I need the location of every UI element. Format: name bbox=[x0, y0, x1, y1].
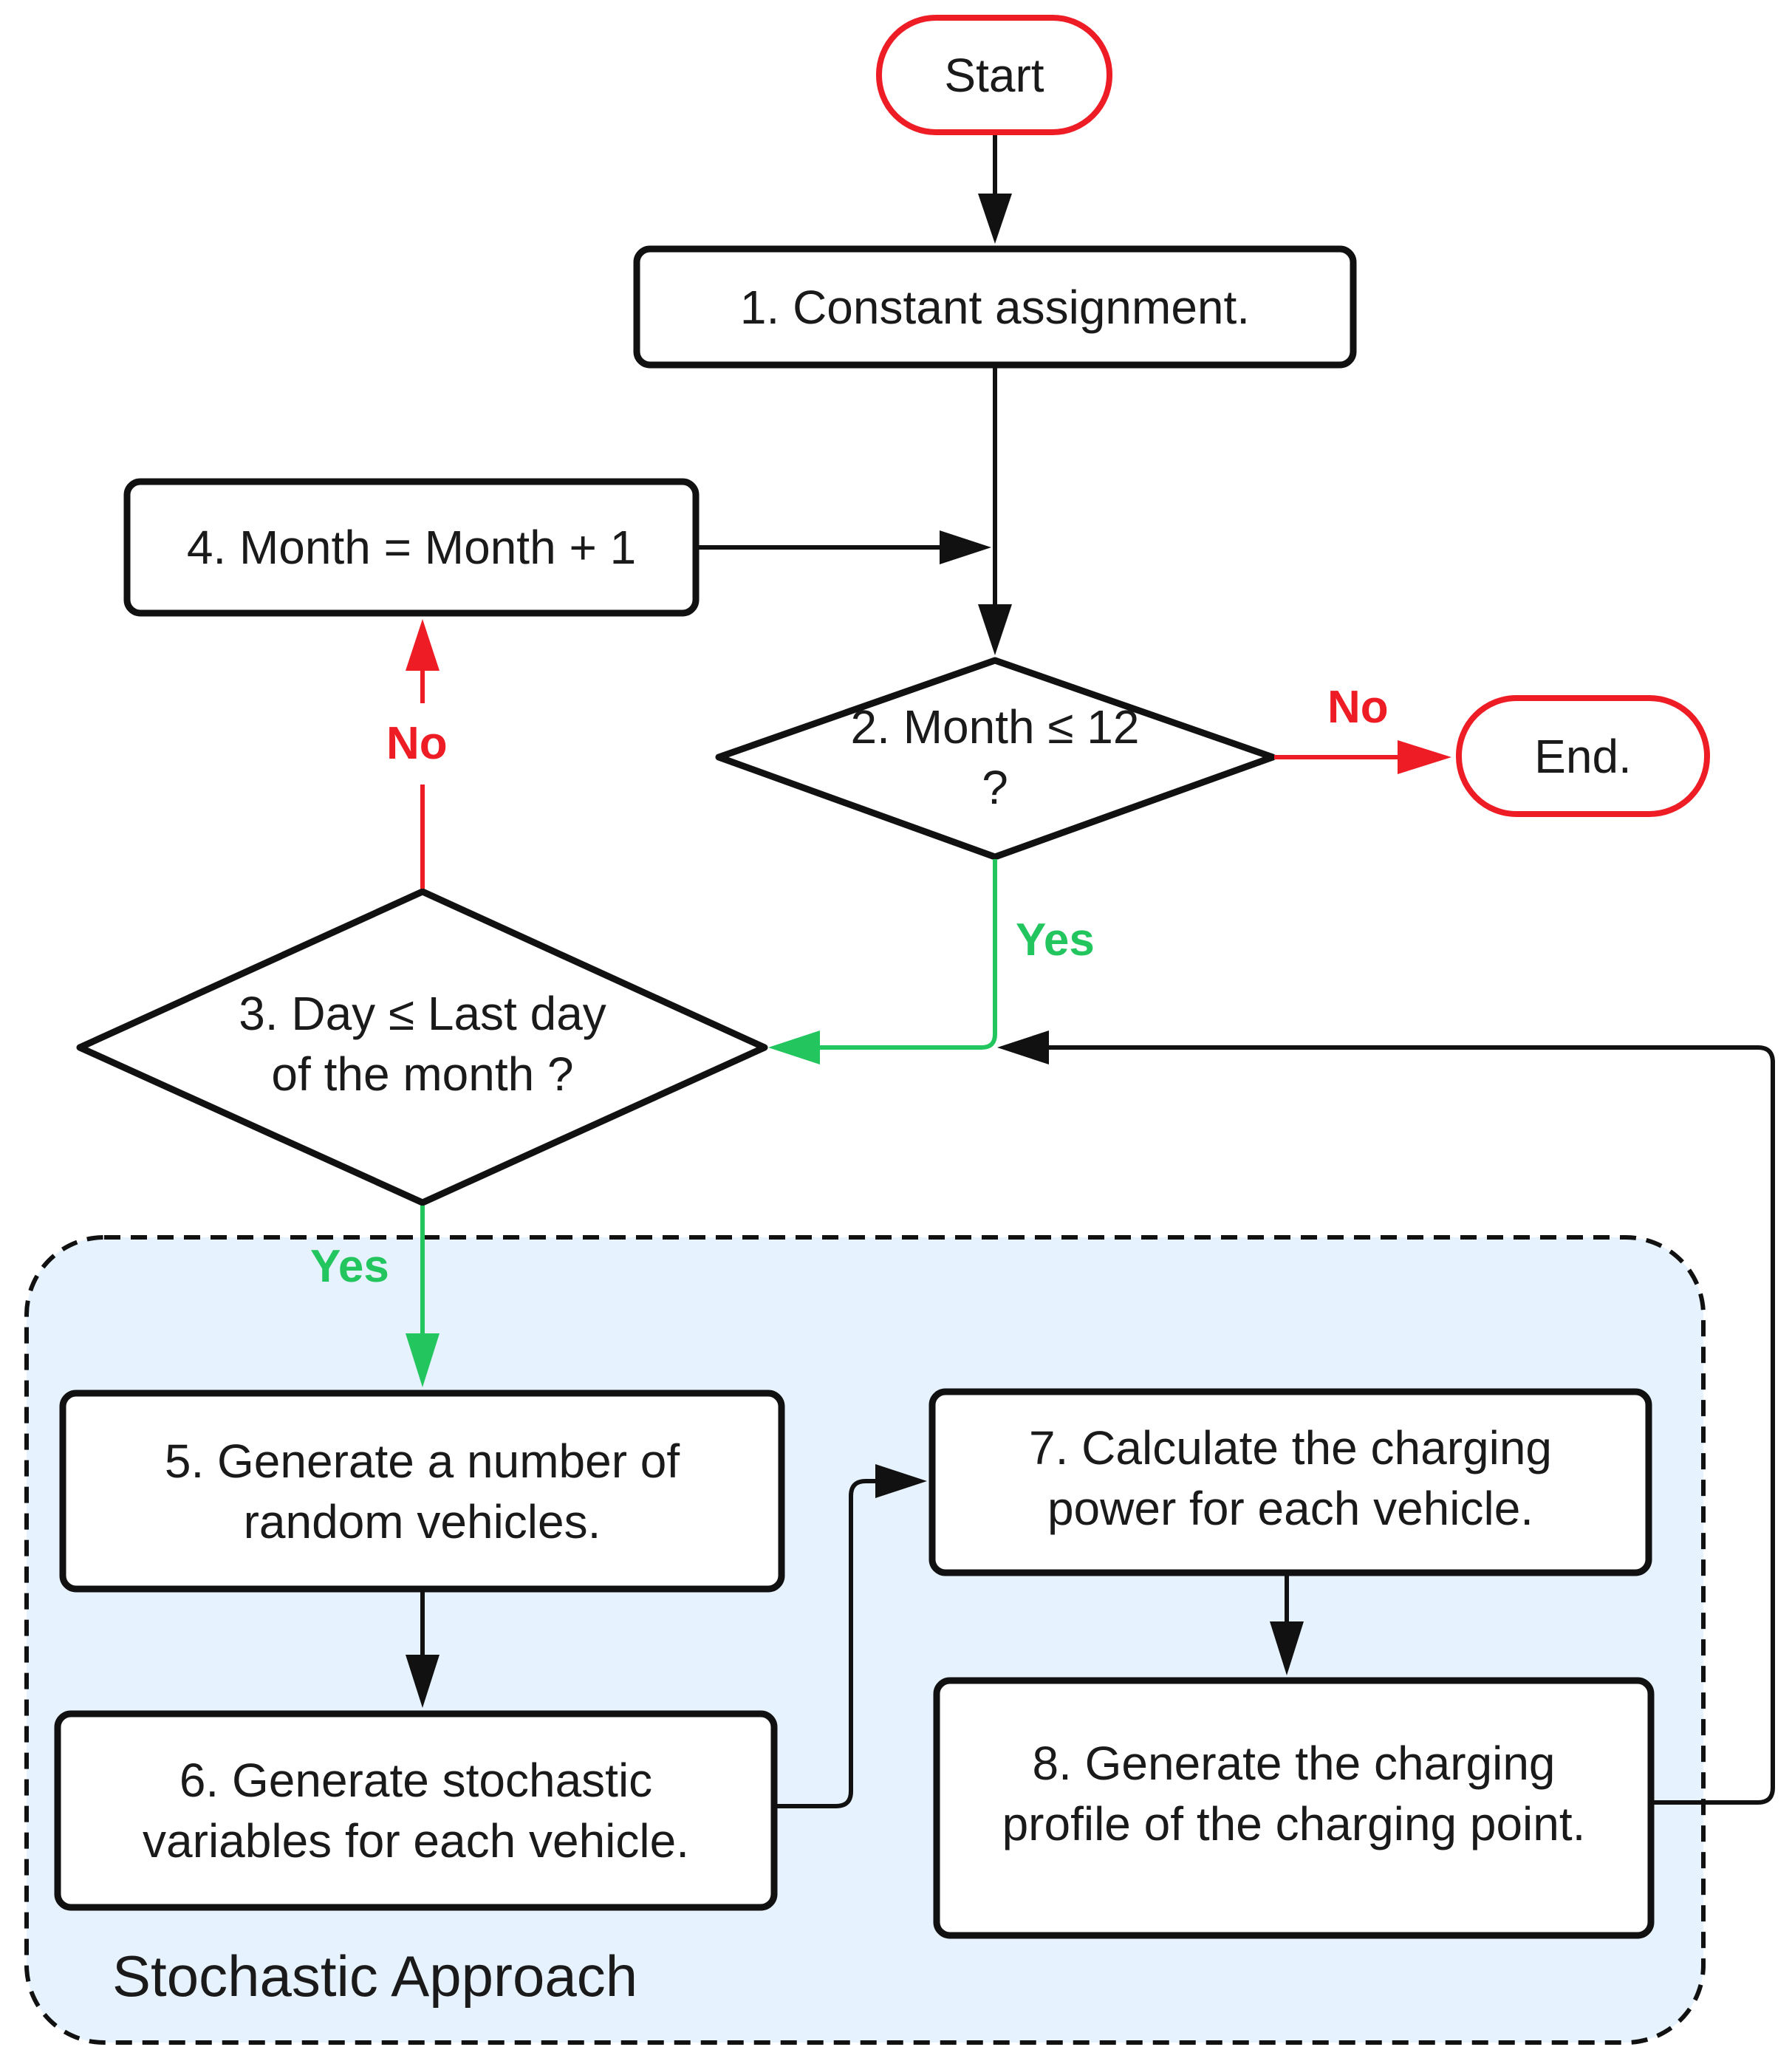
step4-text: 4. Month = Month + 1 bbox=[186, 521, 637, 574]
step2-text-line2: ? bbox=[982, 761, 1008, 814]
step7-label: 7. Calculate the charging power for each… bbox=[932, 1387, 1649, 1568]
edge-step6-to-step7 bbox=[777, 1479, 883, 1808]
step7-text-line2: power for each vehicle. bbox=[1047, 1481, 1534, 1535]
step8-text-line2: profile of the charging point. bbox=[1002, 1797, 1586, 1850]
arrowhead-step3-no bbox=[406, 619, 440, 671]
edge-label-step2-no: No bbox=[1327, 682, 1389, 733]
step1-box bbox=[633, 245, 1357, 369]
edge-label-step3-yes: Yes bbox=[310, 1241, 389, 1292]
arrowhead-step2-yes bbox=[768, 1030, 820, 1064]
step2-diamond bbox=[715, 657, 1276, 861]
edge-label-step2-yes: Yes bbox=[1016, 915, 1095, 965]
arrowhead-start-to-step1 bbox=[978, 194, 1012, 244]
edge-step2-yes bbox=[813, 859, 997, 1050]
step5-text-line1: 5. Generate a number of bbox=[164, 1434, 680, 1488]
step3-text-line1: 3. Day ≤ Last day bbox=[239, 987, 606, 1040]
arrowhead-step8-loop bbox=[997, 1030, 1049, 1064]
arrowhead-step3-yes bbox=[406, 1333, 440, 1387]
step6-text-line1: 6. Generate stochastic bbox=[179, 1754, 653, 1807]
arrowhead-step2-no bbox=[1398, 740, 1451, 774]
step6-box bbox=[54, 1710, 778, 1911]
end-terminal bbox=[1456, 695, 1710, 817]
step2-text-line1: 2. Month ≤ 12 bbox=[850, 700, 1140, 753]
step5-box bbox=[59, 1390, 785, 1593]
step5-text-line2: random vehicles. bbox=[243, 1494, 601, 1548]
start-label: Start bbox=[879, 18, 1109, 132]
step7-box bbox=[929, 1388, 1652, 1576]
edge-label-step3-no: No bbox=[386, 718, 448, 769]
step4-box bbox=[123, 478, 700, 617]
step6-text-line2: variables for each vehicle. bbox=[143, 1814, 689, 1867]
end-text: End. bbox=[1534, 729, 1632, 783]
step6-label: 6. Generate stochastic variables for eac… bbox=[58, 1714, 774, 1907]
step7-text-line1: 7. Calculate the charging bbox=[1029, 1421, 1552, 1474]
arrowhead-step4-to-merge bbox=[940, 530, 991, 564]
arrowhead-step1-to-step2 bbox=[978, 604, 1012, 655]
step8-text-line1: 8. Generate the charging bbox=[1032, 1736, 1556, 1790]
arrowhead-step6-to-step7 bbox=[875, 1464, 927, 1498]
step4-label: 4. Month = Month + 1 bbox=[127, 482, 696, 613]
step8-box bbox=[933, 1677, 1655, 1939]
arrowhead-step5-to-step6 bbox=[406, 1655, 440, 1708]
start-terminal bbox=[876, 15, 1112, 135]
step8-label: 8. Generate the charging profile of the … bbox=[937, 1666, 1651, 1921]
arrowhead-step7-to-step8 bbox=[1270, 1621, 1304, 1675]
step1-text: 1. Constant assignment. bbox=[739, 280, 1251, 334]
step3-diamond bbox=[76, 888, 768, 1206]
end-label: End. bbox=[1459, 698, 1707, 814]
stochastic-region-label: Stochastic Approach bbox=[112, 1944, 638, 2009]
step3-text-line2: of the month ? bbox=[271, 1047, 574, 1101]
start-text: Start bbox=[944, 48, 1044, 102]
step1-label: 1. Constant assignment. bbox=[637, 249, 1353, 365]
step2-label: 2. Month ≤ 12 ? bbox=[739, 694, 1251, 820]
edge-step8-loop bbox=[1042, 1045, 1775, 1805]
step3-label: 3. Day ≤ Last day of the month ? bbox=[148, 981, 697, 1107]
step5-label: 5. Generate a number of random vehicles. bbox=[63, 1393, 782, 1589]
